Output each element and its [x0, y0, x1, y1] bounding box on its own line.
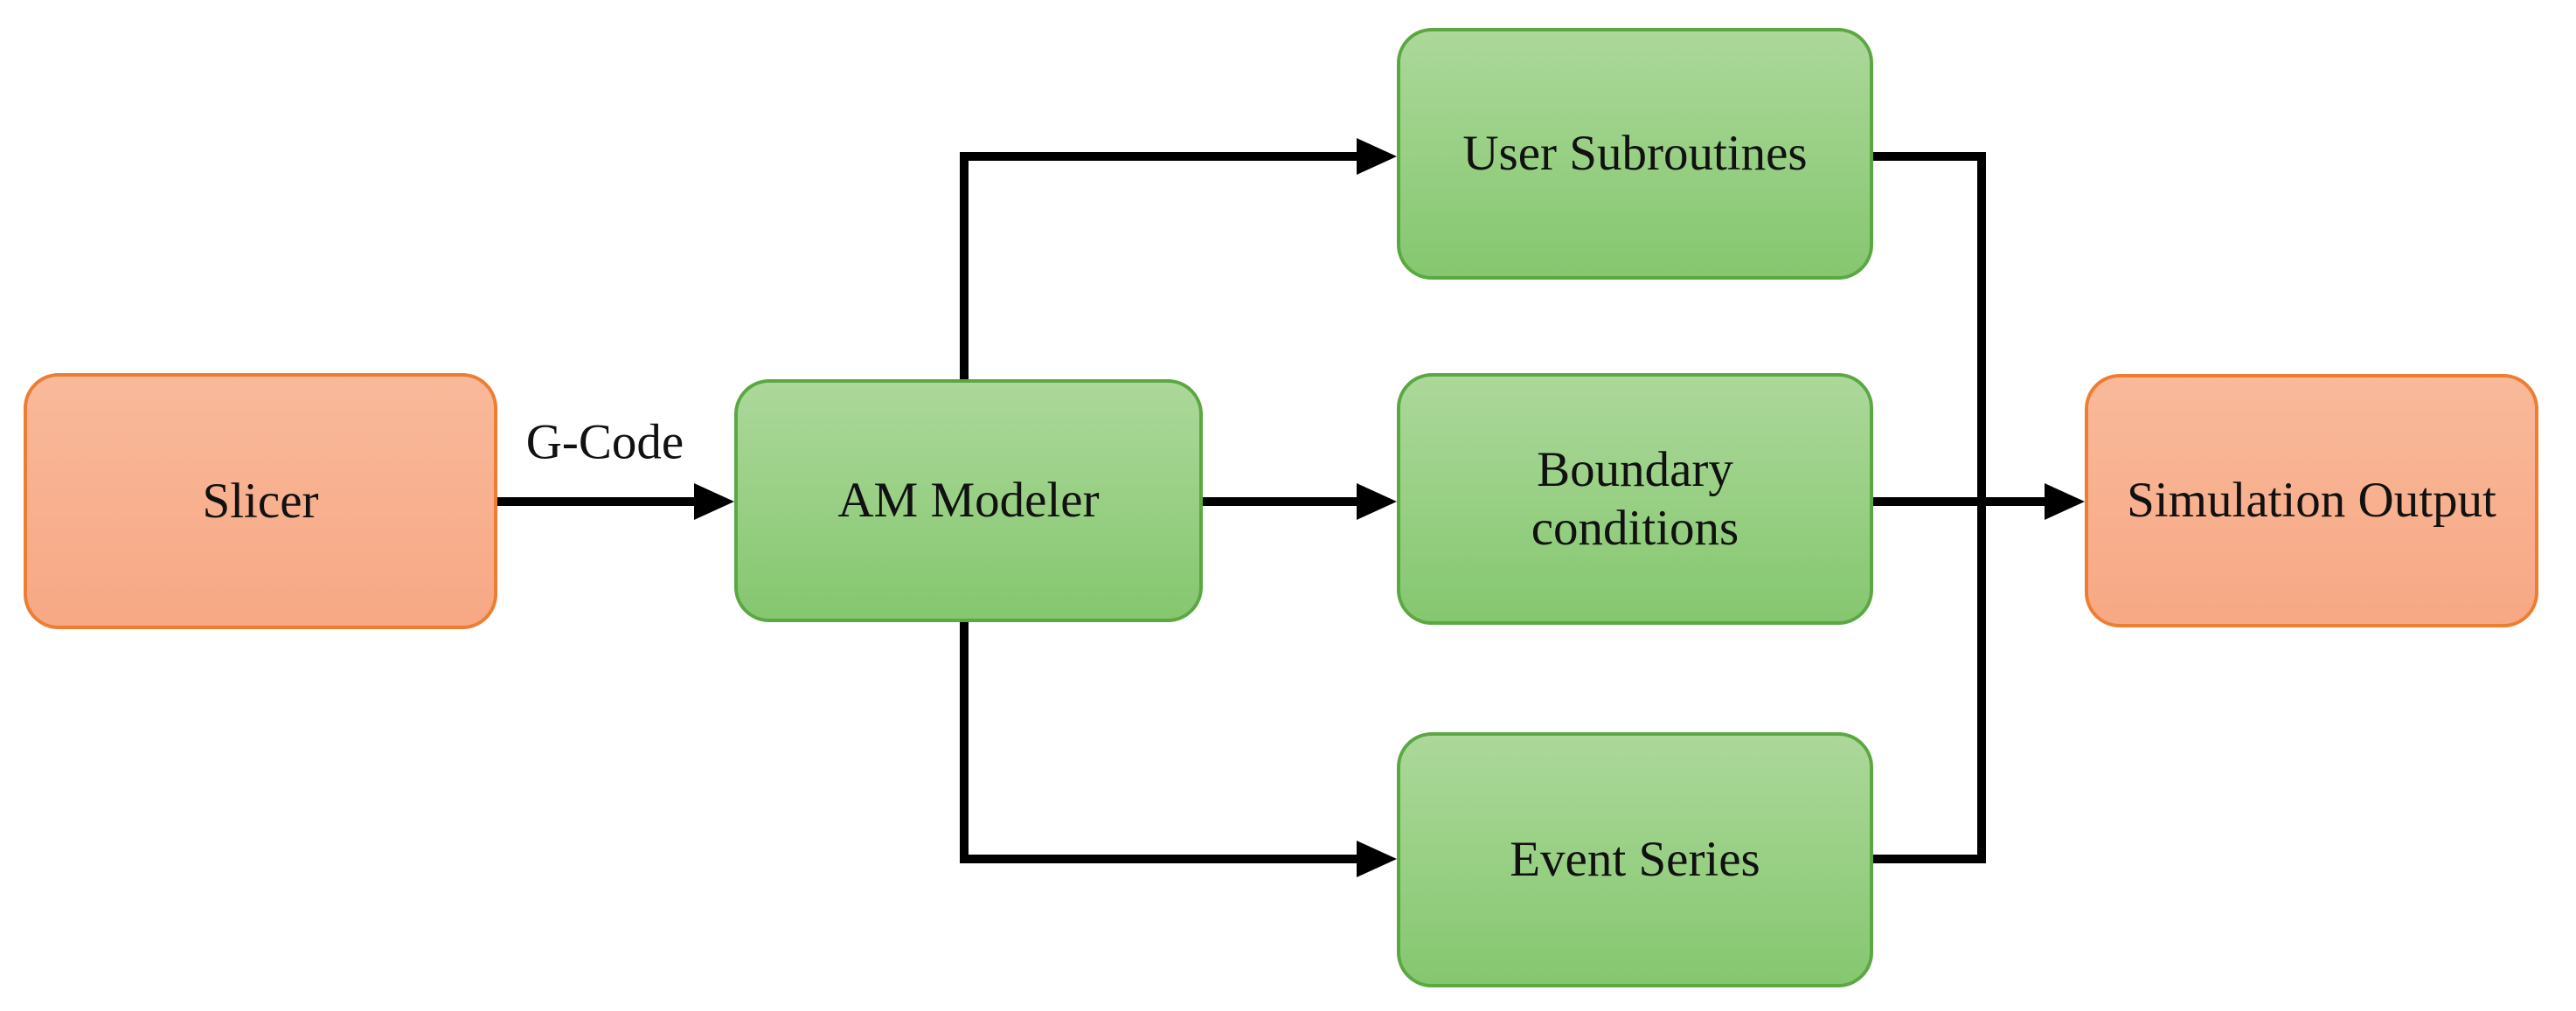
edge-merge-bus-vertical-line	[1977, 152, 1986, 863]
node-user-subroutines: User Subroutines	[1397, 28, 1873, 280]
edge-am-modeler-to-boundary-conditions-line	[1201, 497, 1357, 506]
edge-event-series-to-bus-line	[1871, 855, 1986, 863]
node-event-series: Event Series	[1397, 732, 1873, 987]
node-boundary-conditions: Boundary conditions	[1397, 373, 1873, 625]
node-slicer: Slicer	[24, 373, 497, 629]
edge-boundary-conditions-to-simulation-output-line	[1871, 497, 2045, 506]
node-am-modeler-label: AM Modeler	[837, 473, 1100, 529]
node-simulation-output-label: Simulation Output	[2127, 473, 2496, 529]
edge-label-gcode: G-Code	[525, 414, 684, 470]
edge-slicer-to-am-modeler-line	[496, 497, 694, 506]
node-event-series-label: Event Series	[1510, 832, 1760, 888]
edge-user-subroutines-to-bus-line	[1871, 152, 1986, 161]
node-am-modeler: AM Modeler	[734, 379, 1203, 622]
edge-am-modeler-to-user-subroutines-arrowhead	[1357, 138, 1397, 175]
edge-slicer-to-am-modeler-arrowhead	[694, 483, 734, 520]
edge-am-modeler-to-event-series-vertical-line	[960, 619, 969, 863]
node-user-subroutines-label: User Subroutines	[1462, 126, 1808, 182]
edge-am-modeler-to-event-series-arrowhead	[1357, 841, 1397, 877]
edge-am-modeler-to-boundary-conditions-arrowhead	[1357, 483, 1397, 520]
edge-am-modeler-to-event-series-line	[960, 855, 1357, 863]
edge-am-modeler-to-user-subroutines-line	[960, 152, 1357, 161]
edge-boundary-conditions-to-simulation-output-arrowhead	[2045, 483, 2085, 520]
node-slicer-label: Slicer	[202, 473, 319, 529]
node-boundary-conditions-label: Boundary conditions	[1531, 441, 1739, 556]
edge-am-modeler-to-user-subroutines-vertical-line	[960, 152, 969, 383]
node-simulation-output: Simulation Output	[2085, 374, 2538, 627]
